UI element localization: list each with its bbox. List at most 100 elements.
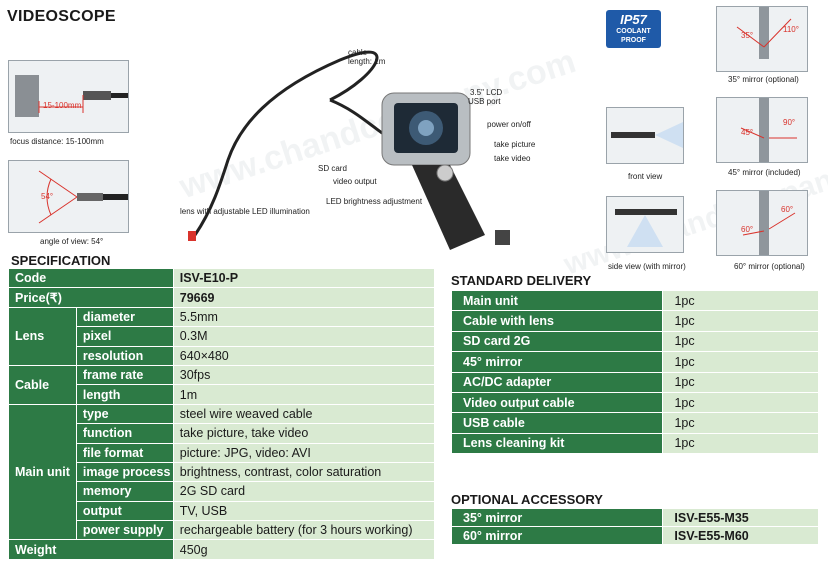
mirror45-a: 45° bbox=[741, 128, 754, 137]
main-value: brightness, contrast, color saturation bbox=[172, 461, 436, 483]
delivery-item: 45° mirror bbox=[450, 351, 664, 373]
price-value: 79669 bbox=[172, 287, 436, 308]
mirror35-b: 110° bbox=[783, 25, 799, 34]
cable-key: length bbox=[75, 384, 174, 405]
callout-video-output: video output bbox=[333, 177, 377, 186]
callout-power: power on/off bbox=[487, 120, 531, 129]
side-caption: side view (with mirror) bbox=[608, 262, 686, 271]
lens-key: diameter bbox=[75, 306, 174, 328]
mirror35-caption: 35° mirror (optional) bbox=[728, 75, 799, 84]
accessory-code: ISV-E55-M60 bbox=[662, 526, 819, 545]
main-value: rechargeable battery (for 3 hours workin… bbox=[172, 520, 436, 541]
code-label: Code bbox=[8, 267, 174, 289]
lens-value: 0.3M bbox=[172, 326, 436, 347]
main-value: take picture, take video bbox=[172, 423, 436, 444]
delivery-qty: 1pc bbox=[662, 371, 819, 393]
front-view-diagram bbox=[611, 122, 683, 148]
mirror-45-photo: 45° 90° bbox=[716, 97, 808, 163]
ip57-badge: IP57 COOLANT PROOF bbox=[606, 10, 661, 48]
badge-line1: IP57 bbox=[620, 12, 647, 27]
delivery-qty: 1pc bbox=[662, 289, 819, 312]
angle-diagram bbox=[38, 170, 128, 224]
front-view-photo bbox=[606, 107, 684, 164]
main-key: function bbox=[75, 423, 174, 444]
delivery-item: Lens cleaning kit bbox=[450, 432, 664, 455]
price-label: Price(₹) bbox=[8, 287, 174, 308]
main-unit-label: Main unit bbox=[8, 403, 77, 541]
side-view-diagram bbox=[615, 209, 677, 247]
angle-of-view-photo: 54° bbox=[8, 160, 129, 233]
spec-row-code: Code ISV-E10-P bbox=[8, 267, 436, 289]
main-key: power supply bbox=[75, 520, 174, 541]
delivery-qty: 1pc bbox=[662, 310, 819, 332]
mirror-60-diagram bbox=[742, 191, 796, 255]
front-caption: front view bbox=[628, 172, 663, 181]
lens-key: resolution bbox=[75, 345, 174, 366]
mirror-45-diagram bbox=[740, 98, 797, 162]
callout-led-adjust: LED brightness adjustment bbox=[326, 197, 423, 206]
delivery-qty: 1pc bbox=[662, 391, 819, 414]
mirror60-b: 60° bbox=[781, 205, 794, 214]
main-value: picture: JPG, video: AVI bbox=[172, 442, 436, 463]
main-value: TV, USB bbox=[172, 500, 436, 522]
delivery-item: AC/DC adapter bbox=[450, 371, 664, 393]
callout-lens-led: lens with adjustable LED illumination bbox=[180, 207, 310, 216]
lens-key: pixel bbox=[75, 326, 174, 347]
focus-diagram bbox=[15, 75, 128, 117]
delivery-qty: 1pc bbox=[662, 432, 819, 455]
accessory-item: 60° mirror bbox=[450, 526, 664, 545]
callout-sd-card: SD card bbox=[318, 164, 347, 173]
badge-line3: PROOF bbox=[621, 37, 646, 44]
mirror60-caption: 60° mirror (optional) bbox=[734, 262, 805, 271]
delivery-qty: 1pc bbox=[662, 412, 819, 434]
lens-label: Lens bbox=[8, 306, 77, 366]
weight-value: 450g bbox=[172, 539, 436, 560]
main-key: output bbox=[75, 500, 174, 522]
focus-caption: focus distance: 15-100mm bbox=[10, 137, 104, 146]
main-key: memory bbox=[75, 481, 174, 502]
main-key: type bbox=[75, 403, 174, 425]
cable-key: frame rate bbox=[75, 364, 174, 386]
mirror-35-photo: 35° 110° bbox=[716, 6, 808, 72]
videoscope-device-illustration bbox=[188, 50, 510, 250]
mirror-60-photo: 60° 60° bbox=[716, 190, 808, 256]
spec-row-price: Price(₹) 79669 bbox=[8, 287, 436, 308]
main-value: 2G SD card bbox=[172, 481, 436, 502]
callout-cable: cable bbox=[348, 48, 368, 57]
main-value: steel wire weaved cable bbox=[172, 403, 436, 425]
specification-heading: SPECIFICATION bbox=[11, 253, 111, 268]
cable-label: Cable bbox=[8, 364, 77, 405]
callout-usb: USB port bbox=[468, 97, 501, 106]
lens-value: 5.5mm bbox=[172, 306, 436, 328]
optional-accessory-heading: OPTIONAL ACCESSORY bbox=[451, 492, 603, 507]
callout-lcd: 3.5" LCD bbox=[470, 88, 503, 97]
delivery-qty: 1pc bbox=[662, 330, 819, 353]
code-value: ISV-E10-P bbox=[172, 267, 436, 289]
cable-value: 1m bbox=[172, 384, 436, 405]
main-key: image process bbox=[75, 461, 174, 483]
main-key: file format bbox=[75, 442, 174, 463]
angle-label: 54° bbox=[41, 192, 54, 201]
mirror35-a: 35° bbox=[741, 31, 754, 40]
delivery-item: Video output cable bbox=[450, 391, 664, 414]
callout-cable-length: length: 1m bbox=[348, 57, 386, 66]
delivery-item: SD card 2G bbox=[450, 330, 664, 353]
callout-take-picture: take picture bbox=[494, 140, 536, 149]
delivery-item: Main unit bbox=[450, 289, 664, 312]
standard-delivery-heading: STANDARD DELIVERY bbox=[451, 273, 592, 288]
accessory-item: 35° mirror bbox=[450, 508, 664, 527]
mirror-35-diagram bbox=[736, 7, 792, 59]
accessory-code: ISV-E55-M35 bbox=[662, 508, 819, 527]
delivery-qty: 1pc bbox=[662, 351, 819, 373]
angle-caption: angle of view: 54° bbox=[40, 237, 104, 246]
delivery-item: Cable with lens bbox=[450, 310, 664, 332]
specification-table: Code ISV-E10-P Price(₹) 79669 Lens diame… bbox=[8, 267, 436, 560]
focus-label: 15-100mm bbox=[43, 101, 82, 110]
delivery-item: USB cable bbox=[450, 412, 664, 434]
mirror45-b: 90° bbox=[783, 118, 796, 127]
lens-value: 640×480 bbox=[172, 345, 436, 366]
mirror60-a: 60° bbox=[741, 225, 754, 234]
focus-distance-photo: 15-100mm bbox=[8, 60, 129, 133]
